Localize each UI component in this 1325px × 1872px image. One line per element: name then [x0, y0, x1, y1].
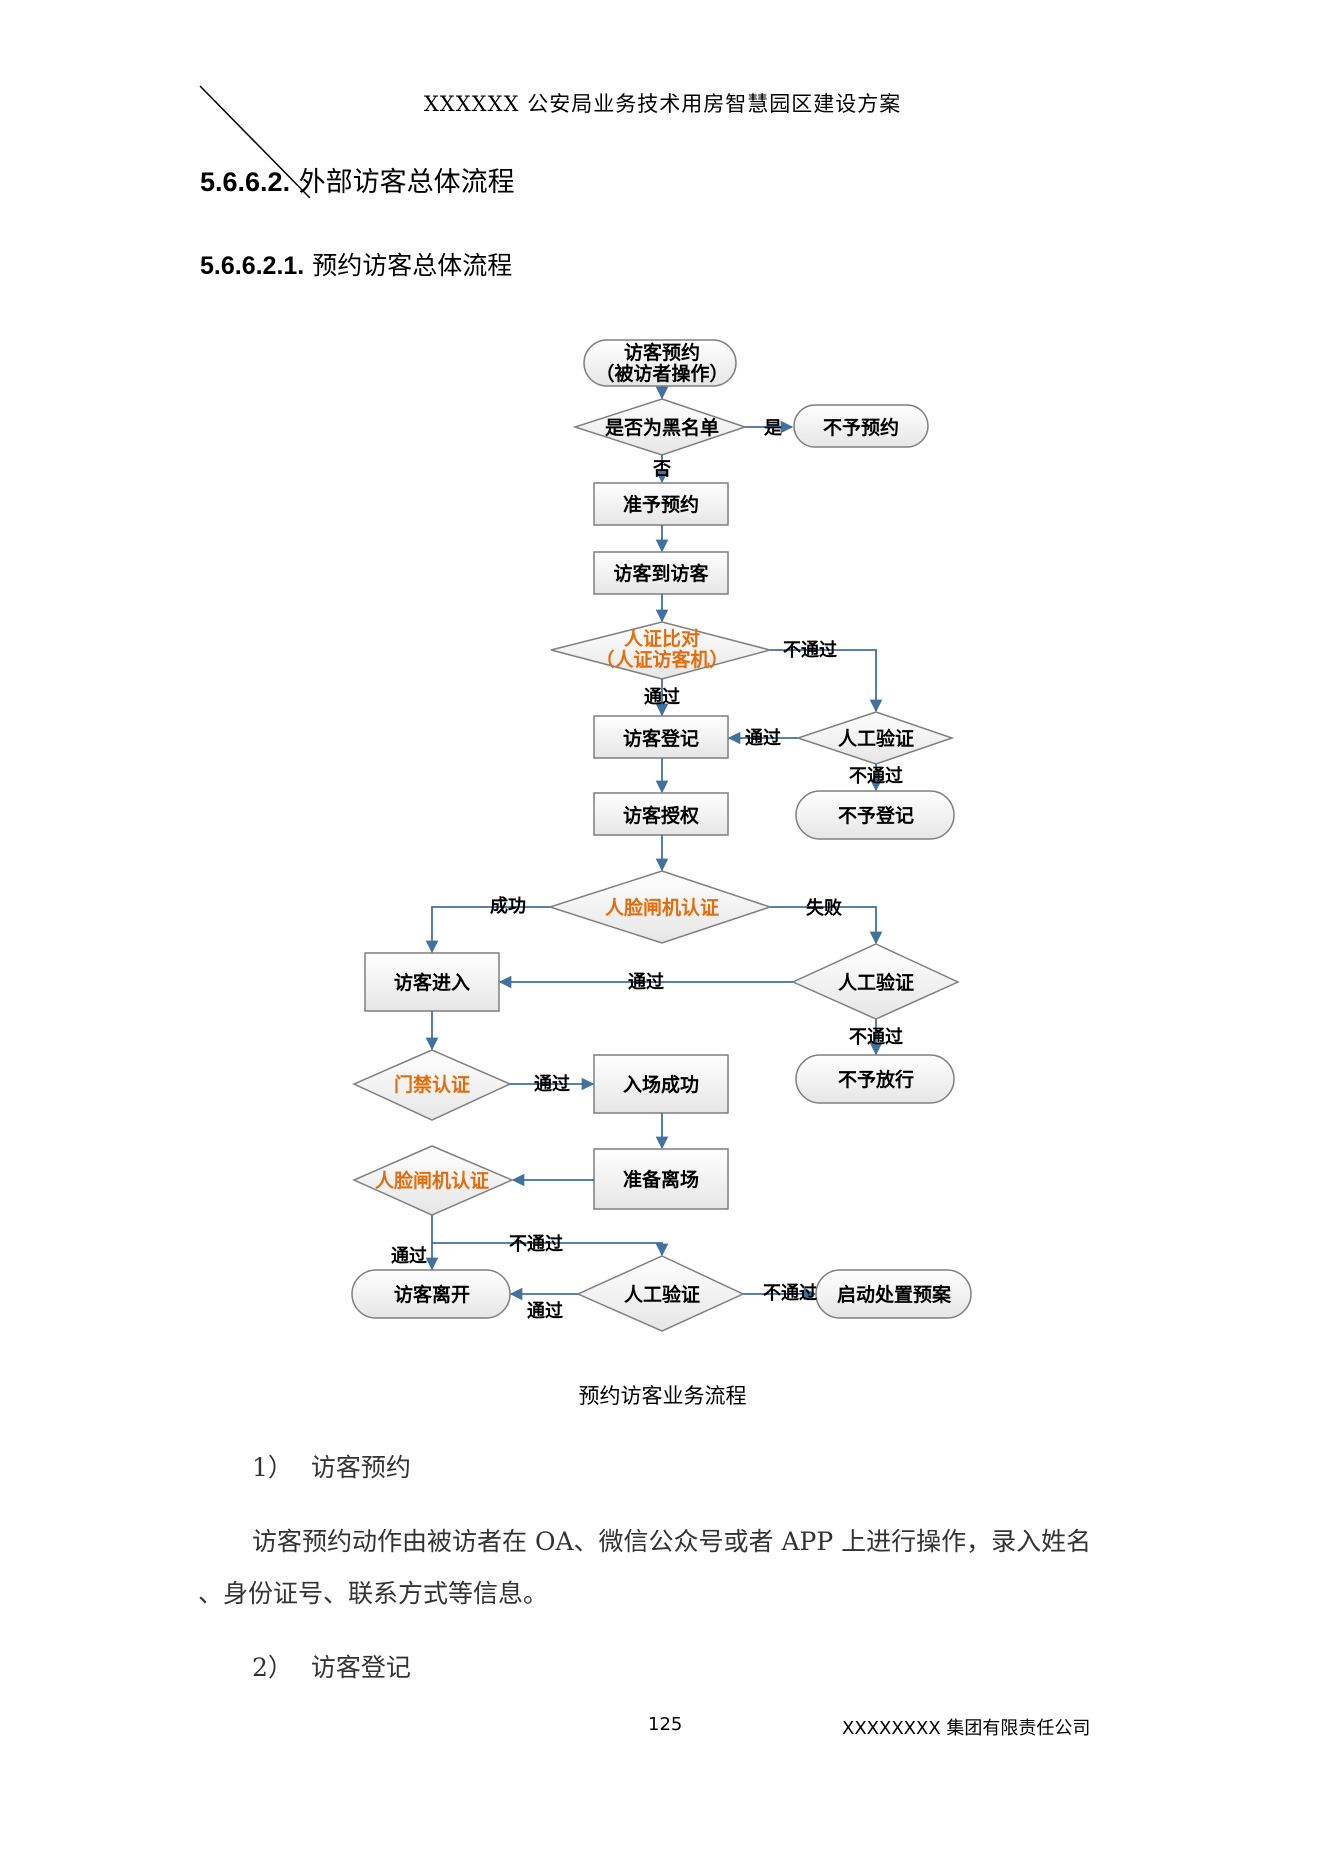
edge-label-fail-1: 不通过	[783, 639, 837, 661]
label-visitor-register: 访客登记	[623, 727, 699, 750]
node-prepare-leave	[593, 1148, 729, 1210]
node-visitor-authorize	[593, 792, 729, 836]
edge-label-pass-1: 通过	[644, 686, 680, 708]
label-deny-pass: 不予放行	[838, 1068, 914, 1091]
edge-compare-manual	[770, 649, 883, 713]
label-approve-booking: 准予预约	[623, 493, 699, 516]
label-visitor-authorize: 访客授权	[623, 804, 699, 827]
label-deny-booking: 不予预约	[823, 416, 899, 439]
label-door-auth: 门禁认证	[394, 1073, 470, 1096]
label-id-compare-2: （人证访客机）	[595, 648, 728, 671]
label-deny-register: 不予登记	[838, 804, 914, 827]
label-entry-success: 入场成功	[623, 1073, 699, 1096]
edge-face-manual-3	[432, 1242, 669, 1257]
label-visitor-leave: 访客离开	[394, 1283, 470, 1306]
paragraph-line-2: 、身份证号、联系方式等信息。	[198, 1579, 549, 1608]
label-visitor-booking-1: 访客预约	[624, 341, 700, 364]
node-door-auth	[352, 1049, 512, 1121]
edge-label-fail-4: 不通过	[509, 1233, 563, 1255]
node-approve-booking	[593, 482, 729, 526]
section-title: 外部访客总体流程	[298, 167, 515, 198]
edge-label-pass-6: 通过	[527, 1300, 563, 1322]
label-manual-verify-3: 人工验证	[624, 1283, 700, 1306]
edge-label-fail-2: 不通过	[849, 765, 903, 787]
edge-label-yes: 是	[763, 418, 782, 439]
edge-label-pass-2: 通过	[745, 727, 781, 749]
subsection-title: 预约访客总体流程	[312, 251, 513, 280]
subsection-number: 5.6.6.2.1.	[200, 252, 305, 280]
label-start-plan: 启动处置预案	[837, 1283, 952, 1306]
label-id-compare-1: 人证比对	[624, 627, 700, 650]
label-manual-verify-2: 人工验证	[838, 971, 914, 994]
subsection-heading: 5.6.6.2.1. 预约访客总体流程	[200, 246, 512, 282]
edge-face-manual	[770, 906, 883, 945]
list-item-2-label: 2）	[252, 1653, 293, 1682]
edge-label-no: 否	[652, 459, 671, 480]
figure-caption: 预约访客业务流程	[578, 1384, 747, 1408]
label-visitor-arrive: 访客到访客	[613, 562, 709, 585]
edge-label-fail-3: 不通过	[849, 1026, 903, 1048]
section-heading: 5.6.6.2. 外部访客总体流程	[200, 160, 515, 199]
paragraph-line-1: 访客预约动作由被访者在 OA、微信公众号或者 APP 上进行操作，录入姓名	[252, 1527, 1092, 1556]
list-item-1: 1） 访客预约	[252, 1448, 411, 1484]
edge-label-pass-5: 通过	[391, 1245, 427, 1267]
list-item-1-label: 1）	[252, 1453, 293, 1482]
edge-label-pass-4: 通过	[534, 1073, 570, 1095]
edge-label-pass-3: 通过	[628, 971, 664, 993]
node-manual-verify-3	[576, 1255, 745, 1332]
label-prepare-leave: 准备离场	[623, 1168, 699, 1191]
footer-company: XXXXXXXX 集团有限责任公司	[842, 1718, 1091, 1739]
page-header: XXXXXX 公安局业务技术用房智慧园区建设方案	[423, 92, 902, 116]
list-item-1-title: 访客预约	[310, 1453, 411, 1482]
node-visitor-booking	[583, 339, 737, 387]
label-visitor-enter: 访客进入	[394, 971, 470, 994]
list-item-2: 2） 访客登记	[252, 1648, 411, 1684]
label-visitor-booking-2: （被访者操作）	[595, 362, 728, 385]
label-face-gate-2: 人脸闸机认证	[375, 1169, 489, 1192]
node-deny-booking	[793, 404, 929, 448]
node-visitor-arrive	[593, 551, 729, 595]
page-number: 125	[648, 1714, 683, 1735]
label-manual-verify-1: 人工验证	[838, 727, 914, 750]
label-face-gate-1: 人脸闸机认证	[605, 896, 719, 919]
visitor-flowchart: 访客预约 （被访者操作） 是否为黑名单 不予预约 准予预约 访客到访客 人证比对…	[351, 339, 972, 1332]
node-visitor-enter	[364, 952, 500, 1012]
header-diagonal-line	[199, 85, 311, 199]
node-visitor-register	[593, 715, 729, 759]
edge-label-failure: 失败	[806, 897, 842, 919]
label-blacklist: 是否为黑名单	[605, 416, 719, 439]
node-face-gate-1	[547, 870, 773, 944]
edge-label-fail-5: 不通过	[763, 1282, 817, 1304]
section-number: 5.6.6.2.	[200, 167, 291, 197]
edge-face-enter	[425, 906, 550, 954]
list-item-2-title: 访客登记	[310, 1653, 411, 1682]
edge-label-success: 成功	[490, 895, 526, 917]
